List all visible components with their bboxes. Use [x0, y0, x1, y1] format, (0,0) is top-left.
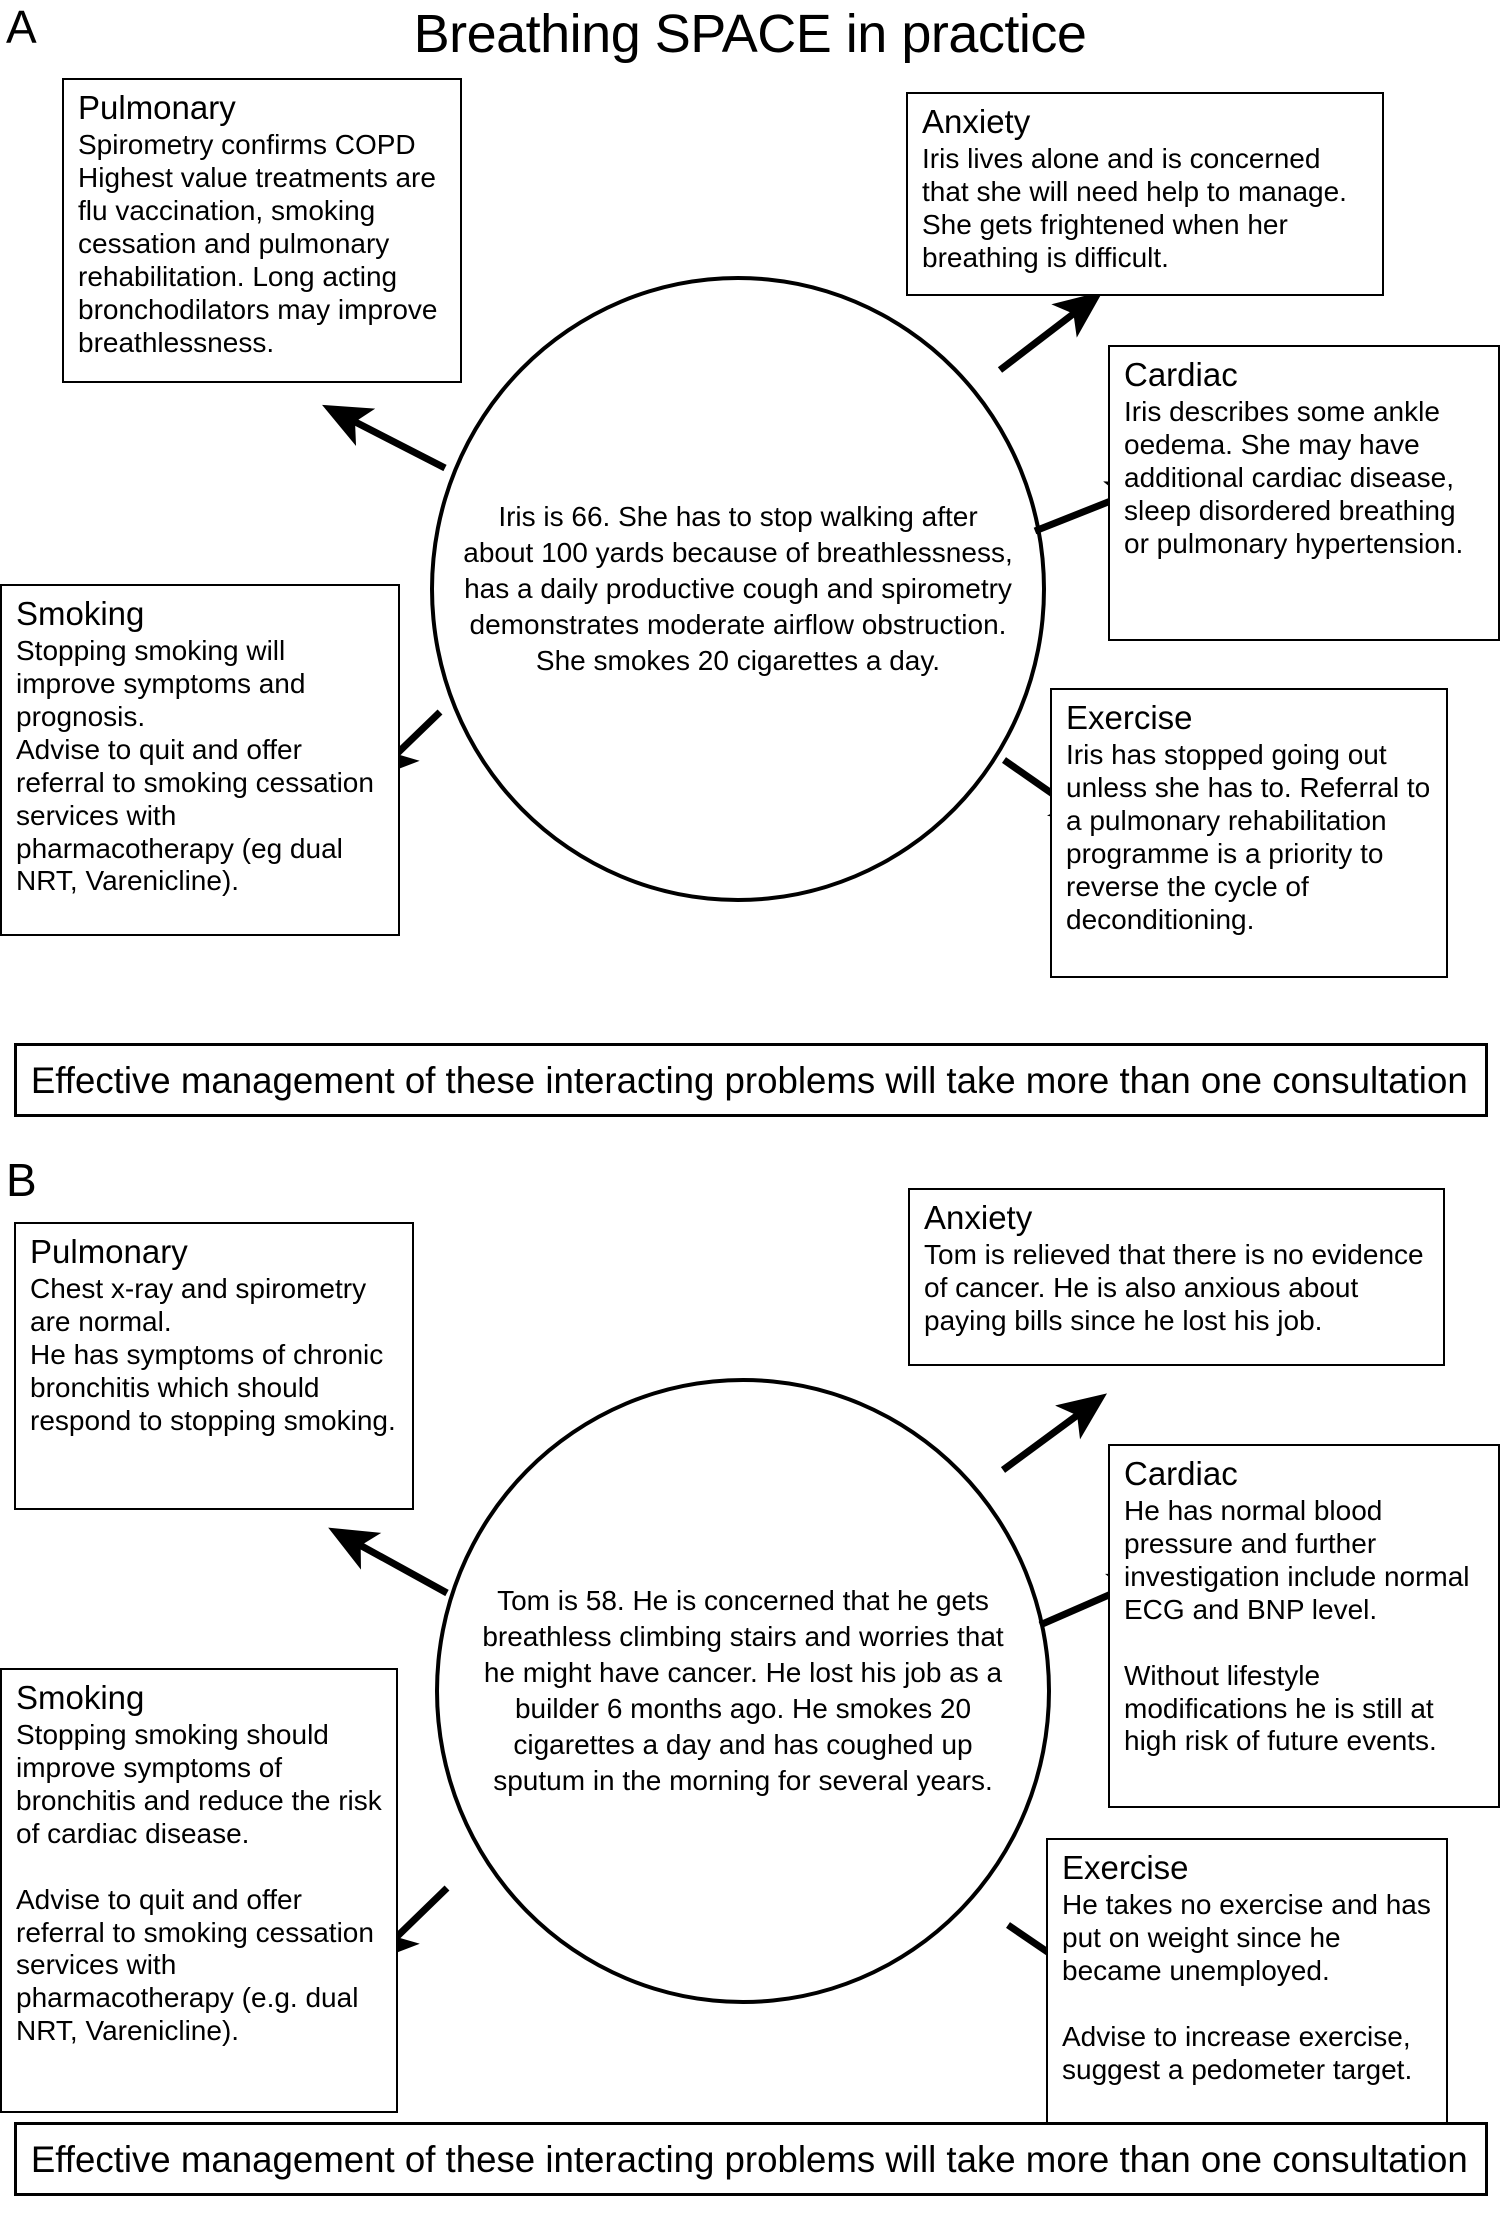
banner-b-text: Effective management of these interactin… [30, 2138, 1468, 2180]
circle-b-case: Tom is 58. He is concerned that he gets … [435, 1378, 1051, 2004]
box-a-anxiety: Anxiety Iris lives alone and is concerne… [906, 92, 1384, 296]
box-b-exercise-title: Exercise [1062, 1849, 1189, 1886]
box-a-exercise-title: Exercise [1066, 699, 1193, 736]
box-b-anxiety-body: Tom is relieved that there is no evidenc… [924, 1239, 1424, 1337]
box-a-exercise: Exercise Iris has stopped going out unle… [1050, 688, 1448, 978]
banner-a: Effective management of these interactin… [14, 1043, 1488, 1117]
panel-letter-b: B [6, 1154, 37, 1206]
box-b-pulmonary-title: Pulmonary [30, 1233, 188, 1270]
box-b-exercise: Exercise He takes no exercise and has pu… [1046, 1838, 1448, 2160]
box-b-exercise-body: He takes no exercise and has put on weig… [1062, 1889, 1431, 2085]
box-b-pulmonary: Pulmonary Chest x-ray and spirometry are… [14, 1222, 414, 1510]
box-b-anxiety: Anxiety Tom is relieved that there is no… [908, 1188, 1445, 1366]
box-b-smoking: Smoking Stopping smoking should improve … [0, 1668, 398, 2113]
box-b-cardiac-body: He has normal blood pressure and further… [1124, 1495, 1470, 1757]
box-b-pulmonary-body: Chest x-ray and spirometry are normal. H… [30, 1273, 396, 1436]
box-b-smoking-title: Smoking [16, 1679, 145, 1716]
figure-title: Breathing SPACE in practice [413, 4, 1087, 64]
banner-a-text: Effective management of these interactin… [30, 1059, 1468, 1101]
box-a-smoking: Smoking Stopping smoking will improve sy… [0, 584, 400, 936]
circle-a-case: Iris is 66. She has to stop walking afte… [430, 276, 1046, 902]
box-a-cardiac-title: Cardiac [1124, 356, 1238, 393]
box-b-anxiety-title: Anxiety [924, 1199, 1033, 1236]
box-b-cardiac: Cardiac He has normal blood pressure and… [1108, 1444, 1500, 1808]
banner-b: Effective management of these interactin… [14, 2122, 1488, 2196]
box-a-exercise-body: Iris has stopped going out unless she ha… [1066, 739, 1431, 935]
box-a-cardiac-body: Iris describes some ankle oedema. She ma… [1124, 396, 1464, 559]
box-b-cardiac-title: Cardiac [1124, 1455, 1238, 1492]
box-a-pulmonary-title: Pulmonary [78, 89, 236, 126]
box-b-smoking-body: Stopping smoking should improve symptoms… [16, 1719, 382, 2047]
arrow-b-to-anxiety [1000, 1393, 1108, 1473]
box-a-anxiety-title: Anxiety [922, 103, 1031, 140]
circle-a-case-text: Iris is 66. She has to stop walking afte… [463, 500, 1013, 677]
arrow-a-to-pulmonary [322, 404, 447, 472]
panel-letter-a: A [6, 1, 37, 53]
circle-b-case-text: Tom is 58. He is concerned that he gets … [482, 1584, 1004, 1797]
box-a-pulmonary: Pulmonary Spirometry confirms COPD Highe… [62, 78, 462, 383]
box-a-pulmonary-body: Spirometry confirms COPD Highest value t… [78, 129, 438, 358]
box-a-smoking-title: Smoking [16, 595, 145, 632]
arrow-a-to-anxiety [997, 291, 1103, 373]
box-a-cardiac: Cardiac Iris describes some ankle oedema… [1108, 345, 1500, 641]
box-a-smoking-body: Stopping smoking will improve symptoms a… [16, 635, 374, 897]
box-a-anxiety-body: Iris lives alone and is concerned that s… [922, 143, 1347, 273]
arrow-b-to-pulmonary [328, 1527, 449, 1597]
